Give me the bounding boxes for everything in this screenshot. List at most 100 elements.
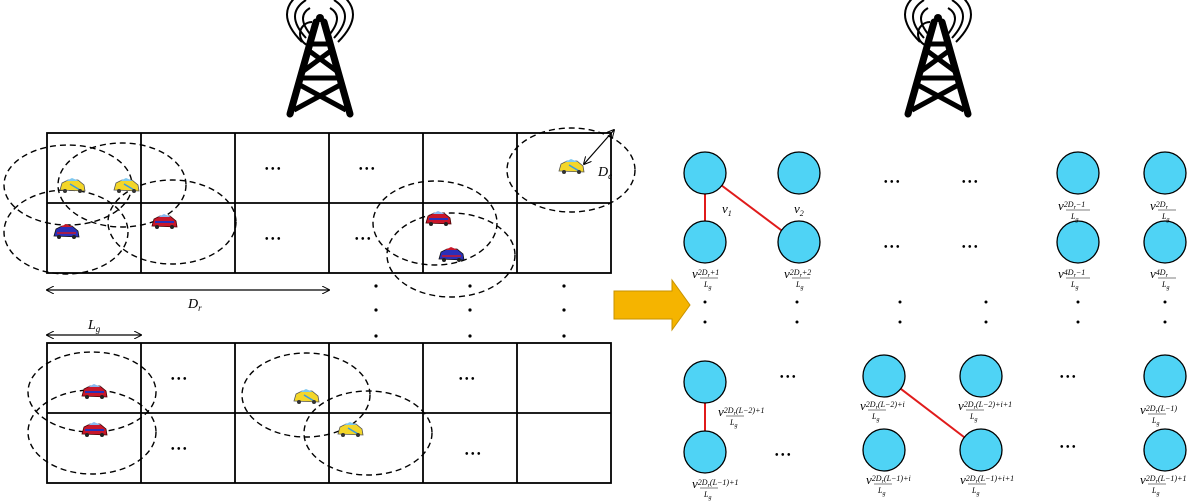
svg-text:• • •: • • • (962, 177, 978, 188)
node (1143, 151, 1187, 195)
node (1143, 428, 1187, 472)
svg-text:• • •: • • • (459, 374, 475, 385)
label-v-2dr: v2Dr Lg (1150, 198, 1176, 223)
svg-text:Lg: Lg (1161, 280, 1169, 291)
svg-text:v2Dr(L−1)+i+1: v2Dr(L−1)+i+1 (960, 472, 1014, 487)
label-v-l2-i: v2Dr(L−2)+i Lg (860, 398, 905, 423)
svg-text:Lg: Lg (1151, 486, 1159, 497)
svg-text:v4Dr: v4Dr (1150, 266, 1169, 281)
vehicle-icon (293, 388, 320, 405)
dc-arrow (584, 130, 614, 164)
node (1056, 151, 1100, 195)
cell-tower-icon-right (905, 0, 971, 114)
vertical-dots (374, 284, 566, 338)
svg-text:Lg: Lg (703, 490, 711, 501)
svg-text:• • •: • • • (265, 164, 281, 175)
svg-text:Lg: Lg (877, 486, 885, 497)
node (683, 220, 727, 264)
svg-text:v2Dr(L−2)+i: v2Dr(L−2)+i (860, 398, 905, 413)
svg-text:• • •: • • • (775, 450, 791, 461)
svg-text:• • •: • • • (465, 449, 481, 460)
dr-label: Dr (187, 297, 202, 313)
coverage-ranges (3, 127, 636, 476)
label-v-l1-i: v2Dr(L−1)+i Lg (866, 472, 911, 497)
node (862, 428, 906, 472)
svg-text:v4Dr−1: v4Dr−1 (1058, 266, 1085, 281)
svg-text:Lg: Lg (1151, 416, 1159, 427)
cell-tower-icon (287, 0, 353, 114)
svg-text:• • •: • • • (171, 444, 187, 455)
vehicle-icon (53, 223, 80, 240)
svg-text:• • •: • • • (171, 374, 187, 385)
svg-text:Lg: Lg (1070, 280, 1078, 291)
grid-ellipses: • • • • • • • • • • • • • • • • • • • • … (171, 164, 481, 460)
svg-text:Lg: Lg (969, 412, 977, 423)
node-v1 (683, 151, 727, 195)
svg-text:Lg: Lg (1161, 212, 1169, 223)
dc-label: Dc (597, 165, 612, 181)
svg-text:v2Dr(L−1)+1: v2Dr(L−1)+1 (692, 476, 738, 491)
svg-text:v2Dr(L−1)+i: v2Dr(L−1)+i (866, 472, 911, 487)
vehicle-icon (425, 210, 452, 227)
svg-text:v2Dr(L−1)+1: v2Dr(L−1)+1 (1140, 472, 1186, 487)
label-v-l2-1: v2Dr(L−2)+1 Lg (718, 404, 764, 429)
vehicle-icon (438, 246, 465, 263)
vehicle-icon (113, 177, 140, 194)
node (777, 220, 821, 264)
svg-text:• • •: • • • (884, 242, 900, 253)
svg-text:• • •: • • • (1060, 442, 1076, 453)
node (1143, 354, 1187, 398)
label-v-2dr-plus1: v2Dr+1 Lg (692, 266, 719, 291)
svg-text:v2Dr−1: v2Dr−1 (1058, 198, 1085, 213)
graph-vertical-dots (703, 300, 1167, 324)
label-v-l1-i1: v2Dr(L−1)+i+1 Lg (960, 472, 1014, 497)
svg-text:v2Dr+1: v2Dr+1 (692, 266, 719, 281)
node (1056, 220, 1100, 264)
label-v-l1-last: v2Dr(L−1)+1 Lg (1140, 472, 1186, 497)
svg-text:Lg: Lg (703, 280, 711, 291)
svg-text:Lg: Lg (795, 280, 803, 291)
vehicle-icon (558, 158, 585, 175)
lower-grid (46, 342, 612, 484)
label-v-4dr: v4Dr Lg (1150, 266, 1176, 291)
label-v-2dr-plus2: v2Dr+2 Lg (784, 266, 811, 291)
svg-text:• • •: • • • (265, 234, 281, 245)
transform-arrow (613, 278, 691, 332)
label-v-l1-1: v2Dr(L−1)+1 Lg (692, 476, 738, 501)
vehicle-icon (151, 213, 178, 230)
graph-ellipses: • • • • • • • • • • • • • • • • • • • • … (775, 177, 1076, 461)
svg-text:• • •: • • • (884, 177, 900, 188)
label-v-2dr-minus1: v2Dr−1 Lg (1058, 198, 1090, 223)
node-v2 (777, 151, 821, 195)
svg-text:Lg: Lg (971, 486, 979, 497)
vehicle-icon (81, 421, 108, 438)
node (959, 428, 1003, 472)
svg-text:v2Dr(L−2)+1: v2Dr(L−2)+1 (718, 404, 764, 419)
svg-text:Lg: Lg (729, 418, 737, 429)
vehicle-icon (81, 383, 108, 400)
upper-grid (46, 132, 612, 274)
vehicle-icon (59, 177, 86, 194)
svg-text:v2Dr(L−1): v2Dr(L−1) (1140, 402, 1177, 417)
lg-label: Lg (87, 318, 101, 334)
svg-text:Lg: Lg (1070, 212, 1078, 223)
svg-text:Lg: Lg (871, 412, 879, 423)
svg-text:• • •: • • • (780, 372, 796, 383)
node (959, 354, 1003, 398)
label-v-4dr-minus1: v4Dr−1 Lg (1058, 266, 1090, 291)
svg-text:v2Dr(L−2)+i+1: v2Dr(L−2)+i+1 (958, 398, 1012, 413)
svg-text:• • •: • • • (359, 164, 375, 175)
graph-nodes (683, 151, 1187, 474)
svg-text:• • •: • • • (1060, 372, 1076, 383)
node (1143, 220, 1187, 264)
vehicle-icon (337, 421, 364, 438)
label-v1: v1 (722, 201, 732, 218)
node (683, 360, 727, 404)
svg-text:v2Dr+2: v2Dr+2 (784, 266, 811, 281)
label-v2: v2 (794, 201, 804, 218)
svg-text:v2Dr: v2Dr (1150, 198, 1169, 213)
svg-text:• • •: • • • (355, 234, 371, 245)
svg-text:• • •: • • • (962, 242, 978, 253)
label-v-l-last: v2Dr(L−1) Lg (1140, 402, 1177, 427)
